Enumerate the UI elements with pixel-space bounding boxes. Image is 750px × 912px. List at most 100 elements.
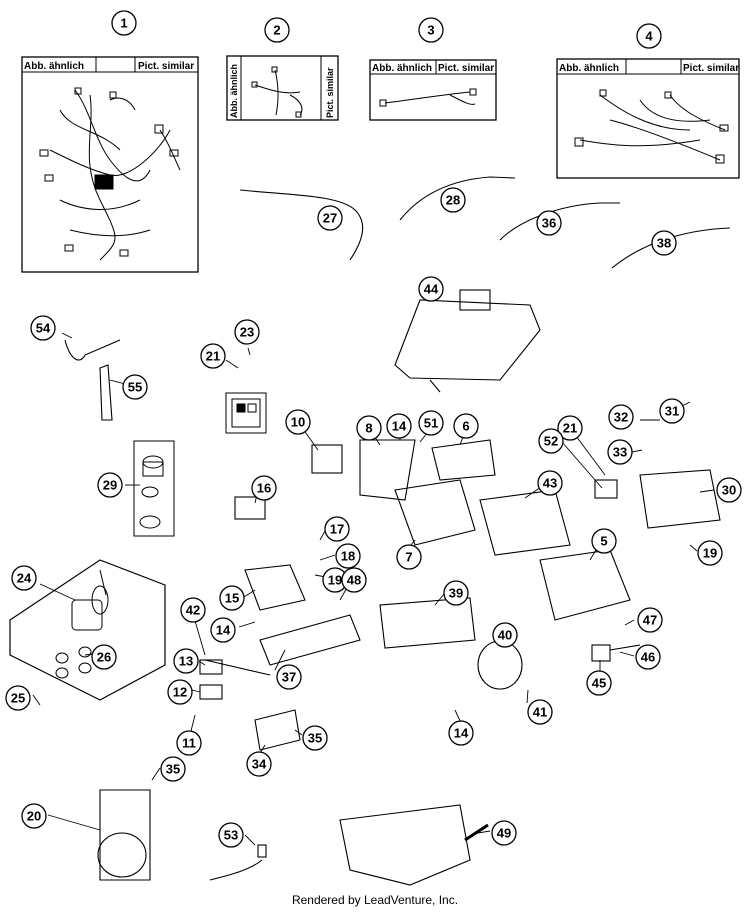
callout-number: 16	[257, 481, 271, 496]
callout-45: 45	[586, 670, 612, 696]
callout-53: 53	[218, 822, 244, 848]
callout-13: 13	[173, 648, 199, 674]
callout-number: 15	[225, 591, 239, 606]
callout-circle	[91, 644, 117, 670]
callout-circle	[607, 439, 633, 465]
callout-number: 26	[97, 650, 111, 665]
callout-46: 46	[635, 644, 661, 670]
callout-number: 14	[392, 419, 407, 434]
callout-circle	[276, 664, 302, 690]
callout-14b: 14	[210, 617, 236, 643]
callout-circle	[11, 565, 37, 591]
inset-box-1: Abb. ähnlich Pict. similar	[21, 56, 199, 273]
ignition-lock-drawing	[55, 569, 109, 679]
callout-18: 18	[335, 543, 361, 569]
callout-circle	[591, 528, 617, 554]
callout-number: 19	[328, 573, 342, 588]
callout-number: 27	[323, 211, 337, 226]
callout-37: 37	[276, 664, 302, 690]
callout-circle	[122, 374, 148, 400]
callout-circle	[324, 516, 350, 542]
callout-number: 40	[498, 628, 512, 643]
callout-circle	[440, 187, 466, 213]
callout-circle	[557, 415, 583, 441]
callout-39: 39	[443, 580, 469, 606]
inset-box-3: Abb. ähnlich Pict. similar	[369, 59, 497, 121]
callout-circle	[335, 543, 361, 569]
callout-circle	[608, 404, 634, 430]
callout-number: 49	[497, 826, 511, 841]
callout-circle	[160, 756, 186, 782]
callout-circle	[448, 720, 474, 746]
callout-circle	[637, 607, 663, 633]
battery-tray-drawing	[394, 289, 541, 393]
callout-circle	[537, 470, 563, 496]
callout-circle	[491, 820, 517, 846]
callout-40: 40	[492, 622, 518, 648]
callout-27: 27	[317, 205, 343, 231]
callout-circle	[210, 617, 236, 643]
callout-circle	[341, 567, 367, 593]
callout-circle	[386, 413, 412, 439]
callout-21b: 21	[557, 415, 583, 441]
callout-number: 14	[454, 726, 469, 741]
callout-7: 7	[396, 544, 422, 570]
cable-27-drawing	[239, 189, 364, 261]
callout-number: 7	[405, 550, 412, 565]
callout-circle	[418, 17, 444, 43]
harness-3-drawing	[379, 88, 477, 107]
callout-number: 51	[424, 416, 438, 431]
callout-number: 42	[186, 603, 200, 618]
callout-circle	[453, 413, 479, 439]
callout-circle	[716, 477, 742, 503]
callout-16: 16	[251, 475, 277, 501]
callout-circle	[418, 410, 444, 436]
callout-number: 29	[103, 478, 117, 493]
callout-36: 36	[536, 210, 562, 236]
callout-circle	[251, 475, 277, 501]
callout-number: 18	[341, 549, 355, 564]
callout-circle	[302, 725, 328, 751]
callout-circle	[111, 10, 137, 36]
callout-number: 41	[533, 705, 547, 720]
callout-number: 5	[600, 534, 607, 549]
callout-circle	[536, 210, 562, 236]
harness-4-drawing	[574, 89, 729, 164]
callout-38: 38	[651, 230, 677, 256]
callout-circle	[200, 343, 226, 369]
callout-number: 48	[347, 573, 361, 588]
callout-number: 11	[182, 736, 196, 751]
callout-number: 31	[665, 404, 679, 419]
callout-circle	[418, 276, 444, 302]
callout-6: 6	[453, 413, 479, 439]
callout-circle	[538, 428, 564, 454]
callout-number: 45	[592, 676, 606, 691]
abb-label-vertical: Abb. ähnlich	[229, 64, 239, 118]
callout-number: 1	[120, 16, 127, 31]
callout-circle	[218, 822, 244, 848]
callout-15: 15	[219, 585, 245, 611]
fuse-inset-box	[133, 440, 175, 537]
callout-number: 19	[703, 546, 717, 561]
callout-number: 46	[641, 650, 655, 665]
callout-33: 33	[607, 439, 633, 465]
callout-circle	[180, 597, 206, 623]
callout-1: 1	[111, 10, 137, 36]
callout-12: 12	[167, 679, 193, 705]
callout-number: 32	[614, 410, 628, 425]
inset-box-4: Abb. ähnlich Pict. similar	[556, 58, 740, 179]
callout-10: 10	[285, 409, 311, 435]
callout-circle	[586, 670, 612, 696]
callout-number: 21	[563, 421, 577, 436]
callout-circle	[659, 398, 685, 424]
callout-41: 41	[527, 699, 553, 725]
callout-48: 48	[341, 567, 367, 593]
callout-number: 28	[446, 193, 460, 208]
callout-circle	[636, 23, 662, 49]
callout-number: 2	[273, 23, 280, 38]
callout-47: 47	[637, 607, 663, 633]
callout-number: 39	[449, 586, 463, 601]
abb-label: Abb. ähnlich	[372, 63, 432, 74]
abb-label: Abb. ähnlich	[24, 61, 84, 72]
